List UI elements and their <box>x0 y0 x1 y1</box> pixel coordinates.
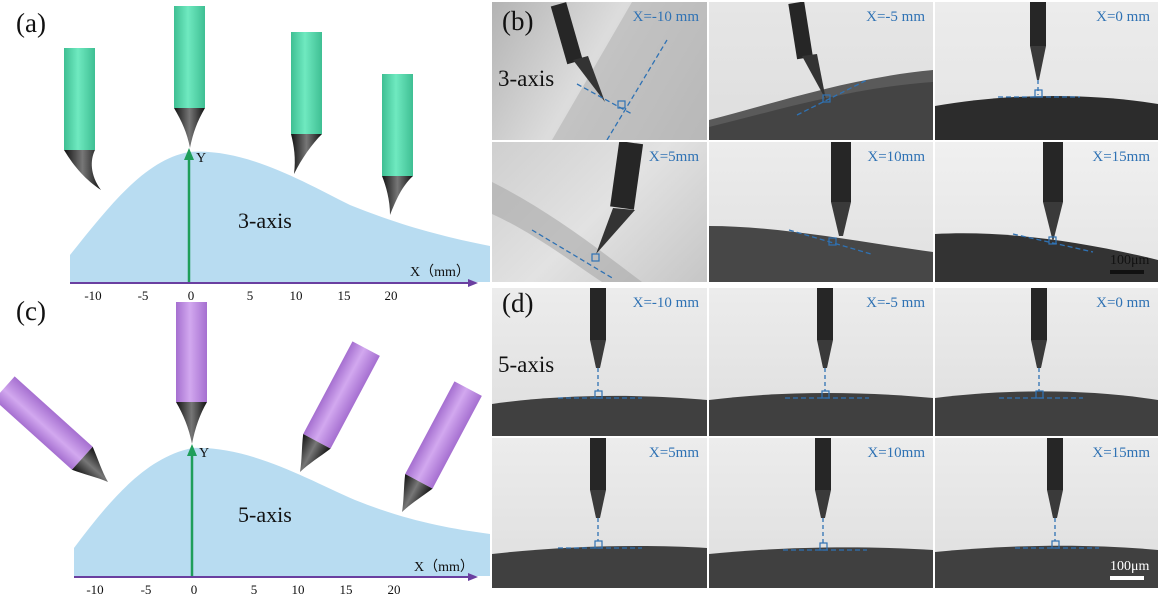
scale-bar: 100μm <box>1110 253 1149 274</box>
tool-2 <box>176 302 207 444</box>
x-tick-label: 20 <box>385 288 398 300</box>
photo-d-4: X=5mm <box>492 438 707 588</box>
photo-b-2: X=-5 mm <box>709 2 933 140</box>
x-axis-label: X（mm） <box>410 264 470 280</box>
position-label: X=-10 mm <box>632 9 699 25</box>
scale-bar: 100μm <box>1110 559 1149 580</box>
photo-b-6: X=15mm 100μm <box>935 142 1158 282</box>
x-tick-label: -5 <box>138 288 149 300</box>
position-label: X=5mm <box>648 149 699 165</box>
y-axis-arrow <box>184 148 194 160</box>
photo-b-4: X=5mm <box>492 142 707 282</box>
surface-profile <box>70 151 490 282</box>
position-label: X=0 mm <box>1096 295 1150 311</box>
photo-d-6: X=15mm 100μm <box>935 438 1158 588</box>
mode-label: 5-axis <box>498 352 555 377</box>
mode-label: 3-axis <box>238 208 292 233</box>
position-label: X=-5 mm <box>866 295 925 311</box>
photo-b-5: X=10mm <box>709 142 933 282</box>
y-axis-label: Y <box>196 151 206 166</box>
panel-b-label: (b) <box>502 6 534 36</box>
panel-a-label: (a) <box>16 8 46 38</box>
x-tick-label: -5 <box>141 582 152 597</box>
x-tick-label: 15 <box>340 582 353 597</box>
photo-b-3: X=0 mm <box>935 2 1158 140</box>
panel-a-diagram: Y 3-axis X（mm） -10 -5 0 5 10 15 20 <box>64 6 490 300</box>
mode-label: 3-axis <box>498 66 555 91</box>
tool-3 <box>300 341 380 472</box>
x-axis-arrow <box>468 573 478 581</box>
x-tick-label: -10 <box>86 582 103 597</box>
panel-d-label: (d) <box>502 288 534 318</box>
photo-d-3: X=0 mm <box>935 288 1158 436</box>
position-label: X=-5 mm <box>866 9 925 25</box>
photo-d-1: 5-axis X=-10 mm <box>492 288 707 436</box>
position-label: X=10mm <box>867 149 925 165</box>
y-axis-label: Y <box>199 446 209 461</box>
y-axis-arrow <box>187 444 197 456</box>
panel-c-label: (c) <box>16 296 46 326</box>
mode-label: 5-axis <box>238 502 292 527</box>
x-tick-label: 10 <box>290 288 303 300</box>
x-tick-label: -10 <box>84 288 101 300</box>
photo-b-1: 3-axis X=-10 mm <box>492 2 707 140</box>
x-tick-label: 0 <box>188 288 195 300</box>
x-tick-label: 5 <box>251 582 258 597</box>
tool-3 <box>291 32 322 174</box>
tool-1 <box>64 48 101 190</box>
x-tick-label: 0 <box>191 582 198 597</box>
x-tick-label: 20 <box>388 582 401 597</box>
position-label: X=0 mm <box>1096 9 1150 25</box>
x-axis-label: X（mm） <box>414 559 474 575</box>
position-label: X=15mm <box>1092 445 1150 461</box>
tool-1 <box>0 376 108 482</box>
tool-4 <box>402 381 482 512</box>
scale-bar-label: 100μm <box>1110 559 1150 574</box>
tool-4 <box>382 74 413 215</box>
photo-d-5: X=10mm <box>709 438 933 588</box>
x-tick-label: 10 <box>292 582 305 597</box>
scale-bar-label: 100μm <box>1110 253 1150 268</box>
surface-profile <box>74 447 490 576</box>
position-label: X=10mm <box>867 445 925 461</box>
position-label: X=-10 mm <box>632 295 699 311</box>
position-label: X=15mm <box>1092 149 1150 165</box>
x-tick-label: 5 <box>247 288 254 300</box>
tool-2 <box>174 6 205 148</box>
panel-c-diagram: Y 5-axis X（mm） -10 -5 0 5 10 15 20 <box>0 302 490 597</box>
x-axis-arrow <box>468 279 478 287</box>
position-label: X=5mm <box>648 445 699 461</box>
x-tick-label: 15 <box>338 288 351 300</box>
photo-d-2: X=-5 mm <box>709 288 933 436</box>
